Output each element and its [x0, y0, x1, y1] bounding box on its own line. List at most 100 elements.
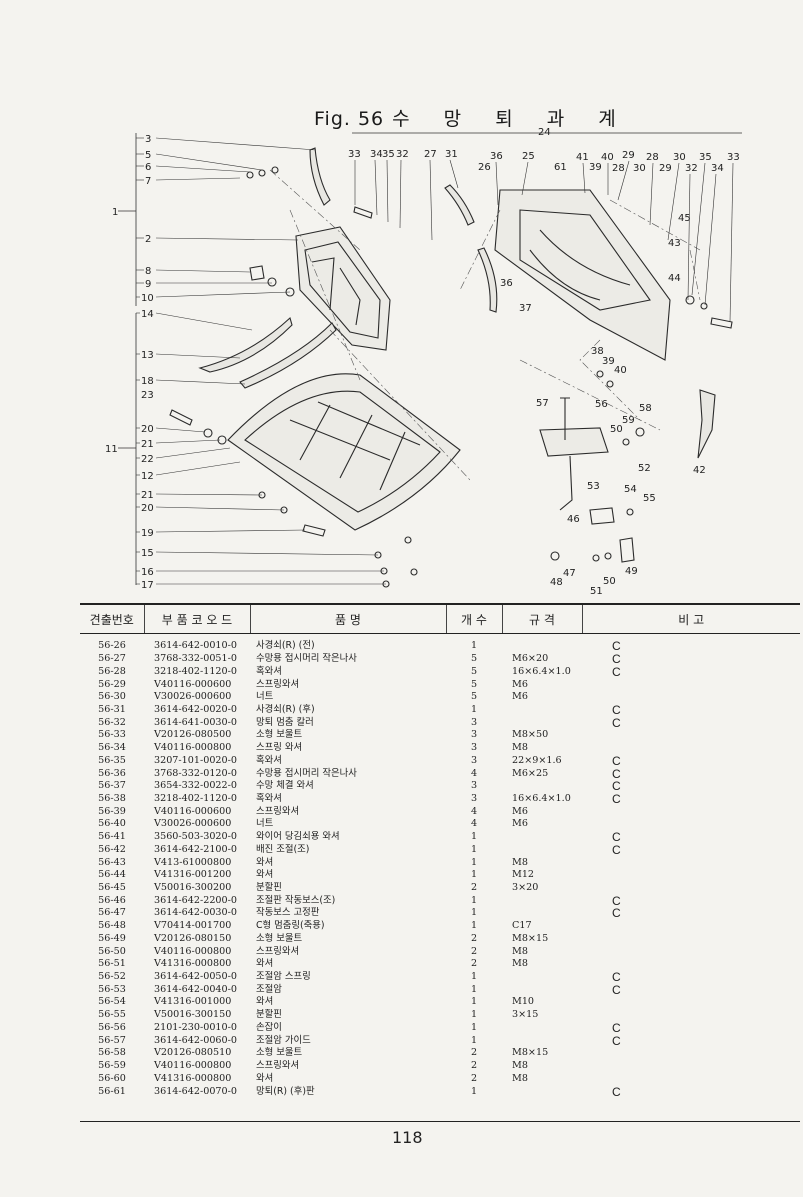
cell-spec [502, 1022, 582, 1035]
cell-quantity: 4 [470, 805, 478, 817]
cell-remarks [582, 1047, 800, 1060]
cell-part-code: 3614-642-0010-0 [154, 640, 237, 652]
cell-quantity: 3 [470, 780, 478, 792]
cell-part-code: 3768-332-0120-0 [154, 767, 237, 779]
cell-quantity: 5 [470, 665, 478, 677]
cell-part-code: V30026-000600 [154, 818, 232, 830]
cell-ref-no: 56-26 [98, 640, 126, 652]
cell-part-code: V40116-000800 [154, 742, 232, 754]
callout-55: 55 [643, 493, 656, 504]
cell-quantity: 3 [470, 792, 478, 804]
cell-remarks: C [612, 652, 621, 666]
cell-part-name: C형 멈춤링(축용) [256, 920, 325, 932]
cell-part-code: 3614-642-0060-0 [154, 1034, 237, 1046]
cell-spec: M8 [512, 1060, 528, 1072]
callout-32b: 32 [685, 163, 698, 174]
cell-spec: C17 [512, 920, 532, 932]
callout-59: 59 [622, 415, 635, 426]
cell-part-code: 3614-642-0030-0 [154, 907, 237, 919]
cell-part-code: V20126-080500 [154, 729, 232, 741]
cell-part-name: 소형 보울트 [256, 729, 303, 741]
cell-remarks [582, 1060, 800, 1073]
callout-33b: 33 [727, 152, 740, 163]
cell-remarks: C [612, 703, 621, 717]
cell-spec: M6×20 [512, 653, 549, 665]
cell-ref-no: 56-61 [98, 1085, 126, 1097]
cell-part-name: 스프링 와셔 [256, 742, 303, 754]
callout-17: 17 [141, 580, 154, 591]
cell-ref-no: 56-53 [98, 983, 126, 995]
callout-51: 51 [590, 586, 603, 597]
cell-part-code: 3614-642-2200-0 [154, 894, 237, 906]
cell-remarks: C [612, 983, 621, 997]
callout-10: 10 [141, 293, 154, 304]
cell-part-name: 조절판 작동보스(조) [256, 894, 336, 906]
callout-28b: 28 [646, 152, 659, 163]
figure-title-korean: 수 망 퇴 과 계 [392, 108, 630, 130]
cell-spec [502, 1085, 582, 1098]
cell-ref-no: 56-56 [98, 1021, 126, 1033]
cell-part-code: 3614-642-0050-0 [154, 971, 237, 983]
cell-spec [502, 907, 582, 920]
cell-quantity: 1 [470, 1021, 478, 1033]
callout-52: 52 [638, 463, 651, 474]
cell-part-name: 분할핀 [256, 882, 282, 894]
cell-part-code: V40116-000600 [154, 805, 232, 817]
cell-quantity: 4 [470, 818, 478, 830]
cell-quantity: 5 [470, 678, 478, 690]
cell-spec [502, 780, 582, 793]
cell-part-code: V20126-080150 [154, 932, 232, 944]
cell-part-name: 와셔 [256, 869, 274, 881]
callout-25: 25 [522, 151, 535, 162]
cell-ref-no: 56-36 [98, 767, 126, 779]
callout-5: 5 [145, 150, 151, 161]
cell-part-name: 너트 [256, 691, 274, 703]
cell-remarks: C [612, 907, 621, 920]
cell-remarks: C [612, 1085, 621, 1098]
callout-24: 24 [538, 127, 551, 138]
callout-38: 38 [591, 346, 604, 357]
callout-40b: 40 [614, 365, 627, 376]
callout-19: 19 [141, 528, 154, 539]
cell-part-name: 배진 조절(조) [256, 843, 310, 855]
cell-remarks: C [612, 639, 621, 653]
cell-spec: M6 [512, 691, 528, 703]
cell-quantity: 1 [470, 907, 478, 919]
cell-remarks: C [612, 665, 621, 679]
callout-49: 49 [625, 566, 638, 577]
cell-part-code: 2101-230-0010-0 [154, 1021, 237, 1033]
cell-spec: M6 [512, 678, 528, 690]
callout-61: 61 [554, 162, 567, 173]
callout-20: 20 [141, 424, 154, 435]
cell-part-name: 스프링와셔 [256, 945, 300, 957]
cell-part-name: 와이어 당김쇠용 와셔 [256, 831, 340, 843]
callout-22: 22 [141, 454, 154, 465]
callout-8: 8 [145, 266, 151, 277]
cell-spec: M10 [512, 996, 535, 1008]
callouts-misc: 45 43 44 36 37 38 39 40 42 57 56 58 59 5… [500, 213, 706, 597]
cell-ref-no: 56-57 [98, 1034, 126, 1046]
callout-7: 7 [145, 176, 151, 187]
cell-part-code: 3614-641-0030-0 [154, 716, 237, 728]
diagram-parts [169, 147, 733, 588]
cell-ref-no: 56-43 [98, 856, 126, 868]
cell-part-name: 분할핀 [256, 1009, 282, 1021]
callout-13: 13 [141, 350, 154, 361]
cell-spec: M8 [512, 856, 528, 868]
cell-part-code: V50016-300200 [154, 882, 232, 894]
cell-remarks [582, 678, 800, 691]
header-part-name: 품 명 [249, 603, 446, 634]
cell-spec: 3×20 [512, 882, 539, 894]
cell-ref-no: 56-34 [98, 742, 126, 754]
cell-quantity: 1 [470, 703, 478, 715]
cell-remarks: C [612, 1034, 621, 1047]
cell-part-code: V50016-300150 [154, 1009, 232, 1021]
cell-spec: M12 [512, 869, 535, 881]
